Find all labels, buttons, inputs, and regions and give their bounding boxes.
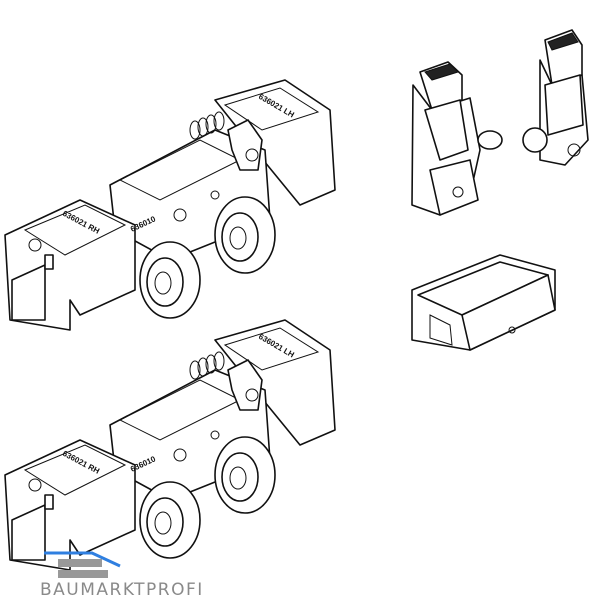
baumarktprofi-logo: [44, 551, 121, 578]
door-clamp-left: [411, 61, 503, 216]
door-clamp-right: [522, 29, 589, 166]
carriage-bottom: 636021 RH 636021 LH 636010: [4, 319, 336, 571]
carriage-top: 636021 RH 636021 LH 636010: [4, 79, 336, 331]
floor-guide: [411, 254, 556, 351]
watermark-text: BAUMARKTPROFI: [40, 580, 204, 600]
